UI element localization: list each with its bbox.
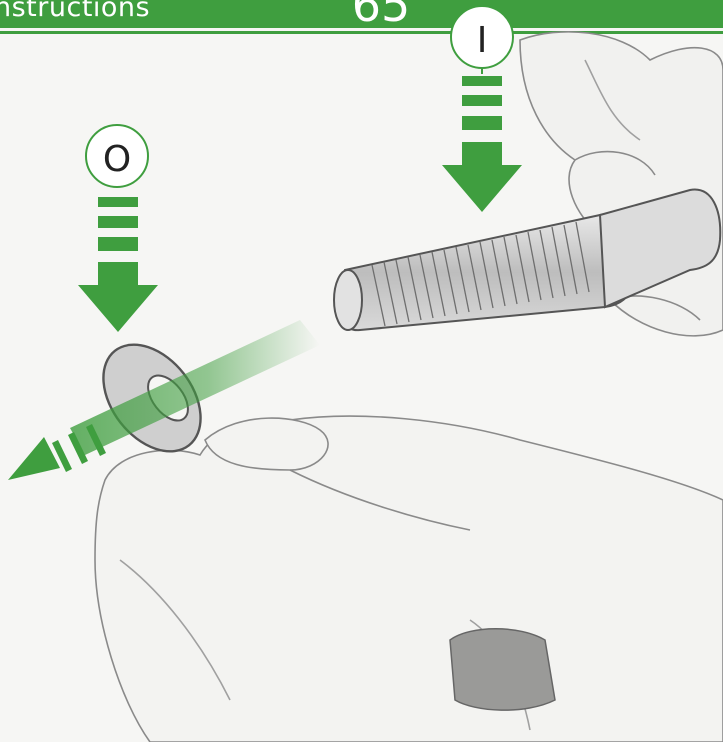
callout-i-label: I bbox=[477, 20, 488, 61]
finger-ring bbox=[450, 629, 555, 710]
callout-o-label: O bbox=[103, 139, 131, 180]
lower-hand-sketch bbox=[95, 416, 723, 742]
